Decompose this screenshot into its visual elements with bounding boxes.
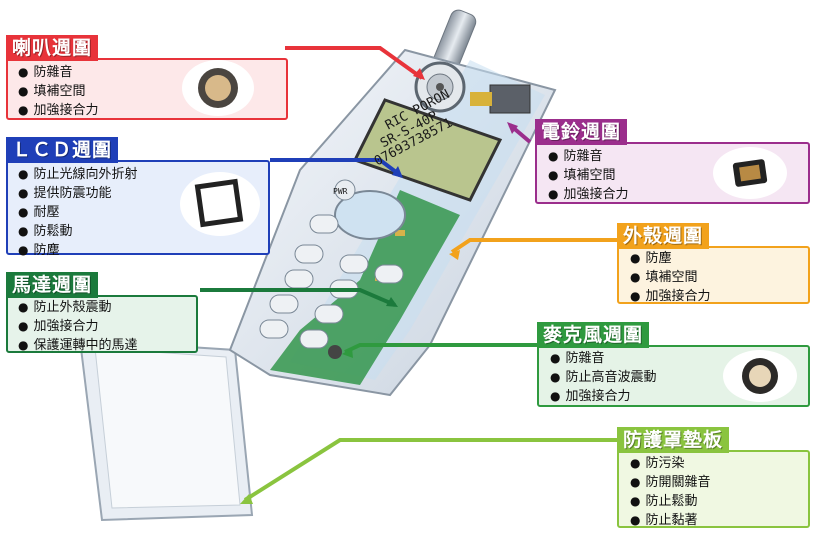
list-item: 防開關雜音 xyxy=(630,473,710,492)
list-item: 防鬆動 xyxy=(18,222,138,241)
list-item: 防止高音波震動 xyxy=(550,368,656,387)
speaker-gasket-icon xyxy=(182,60,254,116)
list-item: 耐壓 xyxy=(18,203,138,222)
motor-list: 防止外殼震動 加強接合力 保護運轉中的馬達 xyxy=(18,298,138,355)
shield-title: 防護罩墊板 xyxy=(617,427,730,453)
list-item: 防塵 xyxy=(630,249,711,268)
lcd-title: ＬＣＤ週圍 xyxy=(6,137,119,163)
list-item: 填補空間 xyxy=(548,166,629,185)
list-item: 防雜音 xyxy=(18,63,99,82)
list-item: 加強接合力 xyxy=(550,387,657,406)
list-item: 保護運轉中的馬達 xyxy=(18,336,137,355)
microphone-list: 防雜音 防止高音波震動 加強接合力 xyxy=(550,349,657,406)
ringer-gasket-icon xyxy=(713,147,787,199)
list-item: 填補空間 xyxy=(18,82,99,101)
list-item: 加強接合力 xyxy=(18,101,98,120)
flip-cover xyxy=(78,338,254,522)
motor-line xyxy=(200,288,396,307)
microphone-part xyxy=(328,345,342,359)
speaker-part xyxy=(414,61,466,113)
list-item: 防止黏著 xyxy=(630,511,711,530)
ringer-part xyxy=(470,84,531,114)
ringer-title: 電鈴週圍 xyxy=(535,119,628,145)
ringer-list: 防雜音 填補空間 加強接合力 xyxy=(548,147,629,204)
list-item: 防止外殼震動 xyxy=(18,298,138,317)
list-item: 防雜音 xyxy=(548,147,629,166)
pwr-key-label: PWR xyxy=(333,187,348,196)
speaker-list: 防雜音 填補空間 加強接合力 xyxy=(18,63,99,120)
lcd-list: 防止光線向外折射 提供防震功能 耐壓 防鬆動 防塵 xyxy=(18,165,138,260)
connector-lines xyxy=(200,46,617,502)
shield-line xyxy=(243,438,617,502)
list-item: 防塵 xyxy=(18,241,138,260)
list-item: 防雜音 xyxy=(550,349,657,368)
keypad xyxy=(259,214,404,349)
list-item: 防止鬆動 xyxy=(630,492,711,511)
case-title: 外殼週圍 xyxy=(617,223,710,249)
connector-arrowheads xyxy=(240,68,518,504)
speaker-line xyxy=(285,46,424,80)
speaker-title: 喇叭週圍 xyxy=(6,35,99,61)
list-item: 加強接合力 xyxy=(18,317,138,336)
list-item: 防污染 xyxy=(630,454,711,473)
case-list: 防塵 填補空間 加強接合力 xyxy=(630,249,711,306)
list-item: 填補空間 xyxy=(630,268,711,287)
nav-pad xyxy=(334,179,406,240)
microphone-title: 麥克風週圍 xyxy=(537,322,650,348)
lcd-screen xyxy=(352,98,503,202)
motor-title: 馬達週圍 xyxy=(6,272,99,298)
list-item: 加強接合力 xyxy=(630,287,710,306)
lcd-line xyxy=(270,158,402,177)
lcd-gasket-icon xyxy=(180,172,260,236)
list-item: 提供防震功能 xyxy=(18,184,138,203)
shield-list: 防污染 防開關雜音 防止鬆動 防止黏著 xyxy=(630,454,711,530)
list-item: 防止光線向外折射 xyxy=(18,165,137,184)
case-line xyxy=(450,238,617,254)
microphone-gasket-icon xyxy=(723,350,797,402)
list-item: 加強接合力 xyxy=(548,185,628,204)
